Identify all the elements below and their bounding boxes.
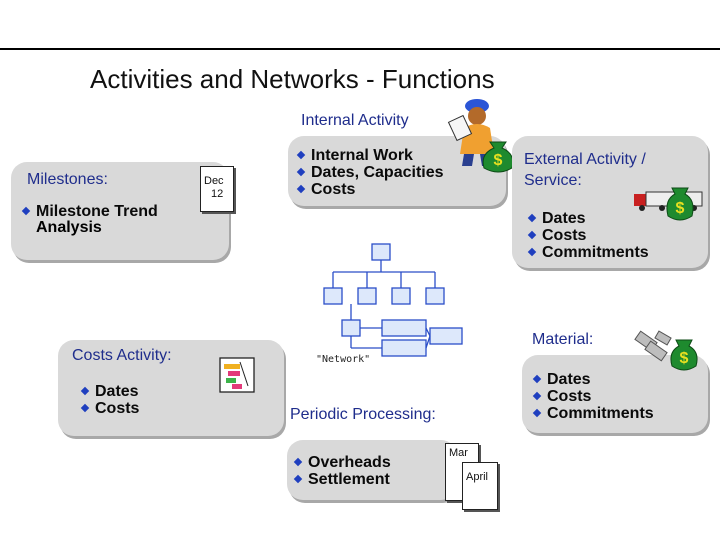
truck-icon: $ [634, 187, 703, 221]
calendar-month-back: Mar [449, 447, 468, 459]
milestones-label: Milestones: [27, 171, 108, 188]
list-item: Dates [527, 210, 649, 227]
periodic-processing-label: Periodic Processing: [290, 406, 436, 423]
material-label: Material: [532, 331, 594, 348]
external-activity-box: External Activity / Service: Dates Costs… [512, 136, 708, 268]
money-bag-icon: $ [482, 141, 514, 173]
list-item: Overheads [293, 454, 391, 471]
svg-text:$: $ [680, 350, 689, 367]
list-item: Costs [527, 227, 649, 244]
list-item: Commitments [532, 405, 654, 422]
list-item: Commitments [527, 244, 649, 261]
calendar-month-front: April [466, 471, 489, 483]
external-activity-label: External Activity / [524, 151, 646, 168]
milestones-box: Milestones: Milestone Trend Analysis [11, 162, 229, 260]
external-activity-label-line2: Service: [524, 172, 582, 189]
costs-activity-list: Dates Costs [80, 383, 139, 417]
list-item: Dates [532, 371, 654, 388]
list-item: Costs [80, 400, 139, 417]
page-title: Activities and Networks - Functions [90, 64, 495, 94]
internal-activity-label: Internal Activity [301, 112, 409, 129]
external-activity-list: Dates Costs Commitments [527, 210, 649, 261]
internal-activity-list: Internal Work Dates, Capacities Costs [296, 147, 444, 198]
material-list: Dates Costs Commitments [532, 371, 654, 422]
list-item-continuation: Analysis [36, 219, 102, 236]
periodic-processing-box: Overheads Settlement [287, 440, 457, 500]
costs-activity-label: Costs Activity: [72, 347, 172, 364]
list-item: Dates, Capacities [296, 164, 444, 181]
list-item: Internal Work [296, 147, 444, 164]
list-item: Milestone Trend [21, 203, 158, 220]
list-item: Costs [296, 181, 444, 198]
milestones-list: Milestone Trend [21, 203, 158, 220]
network-caption: "Network" [316, 354, 371, 365]
gantt-chart-icon [219, 357, 255, 393]
periodic-processing-list: Overheads Settlement [293, 454, 391, 488]
list-item: Settlement [293, 471, 391, 488]
svg-text:$: $ [494, 152, 503, 169]
list-item: Costs [532, 388, 654, 405]
calendar-day: 12 [211, 188, 224, 200]
title-rule [0, 48, 720, 50]
svg-text:$: $ [676, 200, 685, 217]
calendar-icon: Dec 12 [200, 166, 234, 212]
calendar-icon-front: April [462, 462, 498, 510]
network-diagram [323, 243, 463, 357]
list-item: Dates [80, 383, 139, 400]
calendar-month: Dec [204, 175, 224, 187]
pipe-fittings-icon: $ [634, 330, 698, 371]
